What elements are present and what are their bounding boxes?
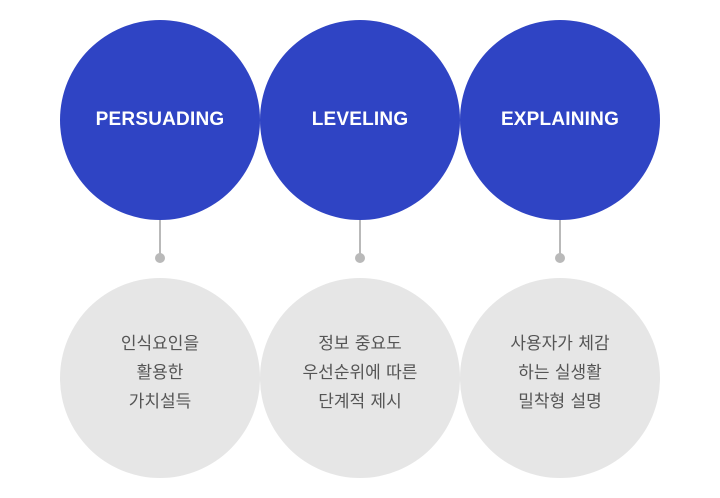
bottom-circle: 사용자가 체감 하는 실생활 밀착형 설명 xyxy=(460,278,660,478)
connector-dot xyxy=(355,253,365,263)
connector-line xyxy=(559,220,561,256)
item-persuading: PERSUADING 인식요인을 활용한 가치설득 xyxy=(60,0,260,498)
connector-dot xyxy=(555,253,565,263)
circle-description: 인식요인을 활용한 가치설득 xyxy=(121,330,199,427)
description-line: 밀착형 설명 xyxy=(518,391,602,412)
connector-line xyxy=(159,220,161,256)
top-circle: LEVELING xyxy=(260,20,460,220)
circle-title: LEVELING xyxy=(311,109,409,130)
bottom-circle: 정보 중요도 우선순위에 따른 단계적 제시 xyxy=(260,278,460,478)
circle-title: PERSUADING xyxy=(95,109,225,130)
circle-description: 정보 중요도 우선순위에 따른 단계적 제시 xyxy=(303,330,418,427)
item-leveling: LEVELING 정보 중요도 우선순위에 따른 단계적 제시 xyxy=(260,0,460,498)
top-circle: PERSUADING xyxy=(60,20,260,220)
description-line: 사용자가 체감 xyxy=(510,333,610,354)
description-line: 정보 중요도 xyxy=(318,333,402,354)
connector-dot xyxy=(155,253,165,263)
description-line: 하는 실생활 xyxy=(518,362,602,383)
description-line: 인식요인을 xyxy=(120,333,200,354)
description-line: 단계적 제시 xyxy=(318,391,402,412)
description-line: 가치설득 xyxy=(128,391,192,412)
item-explaining: EXPLAINING 사용자가 체감 하는 실생활 밀착형 설명 xyxy=(460,0,660,498)
top-circle: EXPLAINING xyxy=(460,20,660,220)
circle-description: 사용자가 체감 하는 실생활 밀착형 설명 xyxy=(510,330,609,427)
description-line: 활용한 xyxy=(136,362,184,383)
circle-title: EXPLAINING xyxy=(500,109,620,130)
description-line: 우선순위에 따른 xyxy=(302,362,418,383)
bottom-circle: 인식요인을 활용한 가치설득 xyxy=(60,278,260,478)
connector-line xyxy=(359,220,361,256)
